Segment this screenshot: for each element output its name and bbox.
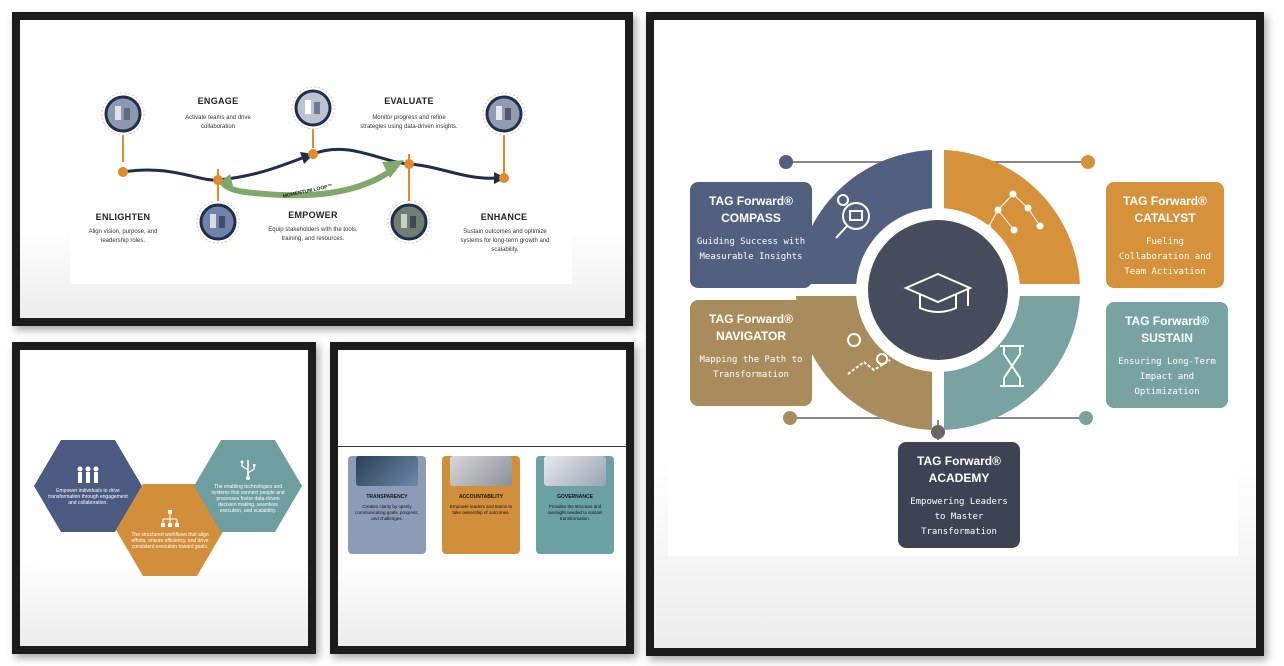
connector-dot-compass	[779, 155, 793, 169]
step-title-enlighten: ENLIGHTEN	[95, 212, 151, 222]
step-title-enhance: ENHANCE	[480, 212, 528, 222]
card-navigator-desc: Mapping the Path to Transformation	[699, 355, 803, 380]
wheel-graphic	[779, 150, 1095, 440]
wheel-hub	[868, 220, 1008, 360]
hexagon-canvas: Empower individuals to drive transformat…	[34, 432, 304, 576]
card-navigator-brand: TAG Forward®	[709, 312, 793, 326]
node-enhance	[499, 173, 509, 183]
frame-pillars-inner: TRANSPARENCY Creates clarity by openly c…	[338, 350, 626, 646]
frame-flow-diagram: MOMENTUM LOOP™ ENGAGE Activate teams and…	[12, 12, 633, 326]
photo-circle-engage	[196, 200, 240, 244]
flow-lines: MOMENTUM LOOP™	[101, 86, 526, 244]
pillar-photo-governance	[544, 456, 606, 486]
card-compass-name: COMPASS	[721, 211, 781, 225]
hourglass-icon	[1000, 345, 1024, 387]
hierarchy-icon	[161, 510, 179, 527]
usb-icon	[240, 460, 256, 480]
hex-hierarchy-text: The structured workflows that align effo…	[131, 532, 209, 550]
pillar-accountability: ACCOUNTABILITY Empower leaders and teams…	[442, 456, 520, 554]
node-engage	[213, 175, 223, 185]
pillar-title-governance: GOVERNANCE	[557, 494, 593, 500]
frame-flow-inner: MOMENTUM LOOP™ ENGAGE Activate teams and…	[20, 20, 625, 318]
step-desc-enlighten: Align vision, purpose, and leadership ro…	[88, 229, 158, 244]
step-desc-evaluate: Monitor progress and refine strategies u…	[360, 115, 458, 130]
hex-people-text: Empower individuals to drive transformat…	[48, 488, 128, 506]
connector-dot-navigator	[783, 411, 797, 425]
photo-circle-empower	[291, 86, 335, 130]
card-academy-name: ACADEMY	[928, 471, 990, 485]
frame-hexagons: Empower individuals to drive transformat…	[12, 342, 316, 654]
step-desc-engage: Activate teams and drive collaboration	[185, 115, 251, 130]
map-pins-icon	[847, 333, 891, 375]
pillars-top-rule	[338, 446, 626, 447]
card-catalyst: TAG Forward® CATALYST Fueling Collaborat…	[1106, 182, 1224, 288]
node-enlighten	[118, 167, 128, 177]
pillar-transparency: TRANSPARENCY Creates clarity by openly c…	[348, 456, 426, 554]
pillar-title-transparency: TRANSPARENCY	[366, 494, 408, 500]
card-sustain-brand: TAG Forward®	[1125, 314, 1209, 328]
card-academy: TAG Forward® ACADEMY Empowering Leaders …	[898, 442, 1020, 548]
connector-dot-sustain	[1079, 411, 1093, 425]
photo-circle-enlighten	[101, 92, 145, 136]
step-desc-enhance: Sustain outcomes and optimize systems fo…	[460, 229, 550, 253]
network-people-icon	[984, 190, 1044, 234]
frame-wheel-inner: TAG Forward® COMPASS Guiding Success wit…	[654, 20, 1256, 648]
card-navigator-name: NAVIGATOR	[715, 329, 786, 343]
momentum-loop-arrowhead-left	[220, 174, 234, 190]
card-catalyst-brand: TAG Forward®	[1123, 194, 1207, 208]
connector-dot-catalyst	[1081, 155, 1095, 169]
pillar-photo-transparency	[356, 456, 418, 486]
hex-usb-text: The enabling technologies and systems th…	[211, 484, 285, 514]
wheel-canvas: TAG Forward® COMPASS Guiding Success wit…	[668, 150, 1238, 556]
pillar-desc-governance: Provides the structure and oversight nee…	[547, 504, 603, 521]
card-sustain-desc: Ensuring Long-Term Impact and Optimizati…	[1118, 357, 1216, 397]
step-title-engage: ENGAGE	[197, 96, 239, 106]
card-compass: TAG Forward® COMPASS Guiding Success wit…	[690, 182, 812, 288]
pillars-canvas: TRANSPARENCY Creates clarity by openly c…	[338, 436, 626, 568]
flow-diagram-canvas: MOMENTUM LOOP™ ENGAGE Activate teams and…	[70, 72, 572, 284]
node-empower	[308, 149, 318, 159]
pillar-governance: GOVERNANCE Provides the structure and ov…	[536, 456, 614, 554]
frame-hexagons-inner: Empower individuals to drive transformat…	[20, 350, 308, 646]
step-desc-empower: Equip stakeholders with the tools, train…	[268, 227, 358, 242]
momentum-loop-path	[219, 165, 397, 199]
card-compass-brand: TAG Forward®	[709, 194, 793, 208]
node-evaluate	[404, 159, 414, 169]
pillar-desc-accountability: Empower leaders and teams to take owners…	[449, 504, 513, 515]
pillar-desc-transparency: Creates clarity by openly communicating …	[355, 504, 419, 521]
people-icon	[77, 466, 99, 483]
hex-usb: The enabling technologies and systems th…	[194, 440, 302, 532]
card-catalyst-name: CATALYST	[1134, 211, 1196, 225]
card-sustain: TAG Forward® SUSTAIN Ensuring Long-Term …	[1106, 302, 1228, 408]
photo-circle-enhance	[482, 92, 526, 136]
card-academy-desc: Empowering Leaders to Master Transformat…	[910, 497, 1008, 537]
pillar-photo-accountability	[450, 456, 512, 486]
frame-pillars: TRANSPARENCY Creates clarity by openly c…	[330, 342, 634, 654]
pillar-title-accountability: ACCOUNTABILITY	[458, 494, 504, 500]
frame-wheel: TAG Forward® COMPASS Guiding Success wit…	[646, 12, 1264, 656]
momentum-loop-arrowhead	[382, 160, 404, 178]
card-navigator: TAG Forward® NAVIGATOR Mapping the Path …	[690, 300, 812, 406]
magnifier-gear-icon	[835, 194, 870, 239]
connector-dot-academy	[931, 425, 945, 439]
card-catalyst-desc: Fueling Collaboration and Team Activatio…	[1118, 237, 1212, 277]
card-sustain-name: SUSTAIN	[1141, 331, 1193, 345]
graduation-cap-icon	[903, 272, 973, 313]
card-compass-desc: Guiding Success with Measurable Insights	[696, 237, 806, 262]
photo-circle-evaluate	[387, 200, 431, 244]
step-title-evaluate: EVALUATE	[384, 96, 434, 106]
step-title-empower: EMPOWER	[288, 210, 338, 220]
card-academy-brand: TAG Forward®	[917, 454, 1001, 468]
